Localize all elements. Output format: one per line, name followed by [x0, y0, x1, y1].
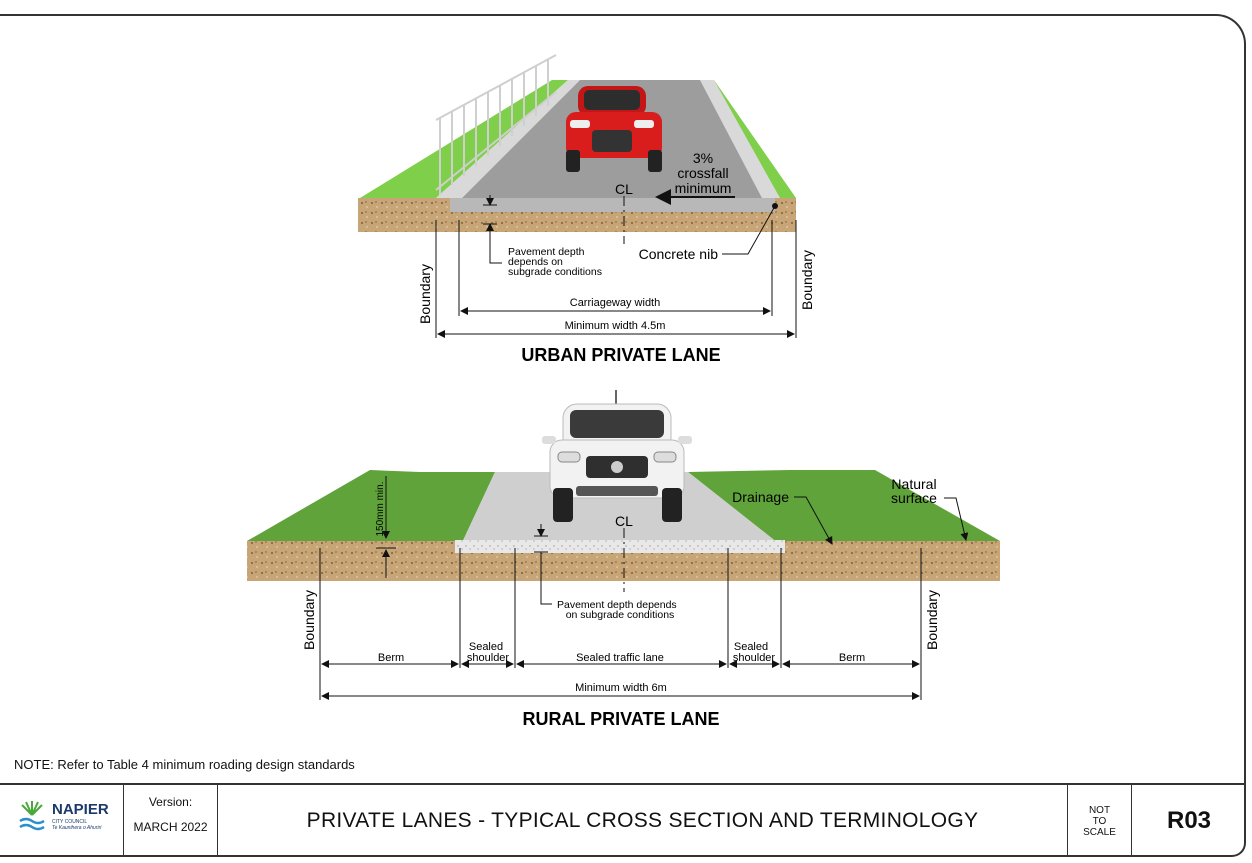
- urban-lane-illustration: CL 3% crossfall minimum Concrete nib Pav…: [358, 54, 815, 365]
- rural-shoulder-right-1: Sealed: [734, 641, 768, 653]
- drawing-title: PRIVATE LANES - TYPICAL CROSS SECTION AN…: [306, 809, 979, 832]
- title-block: NAPIER CITY COUNCIL Te Kaunihera o Ahuri…: [0, 783, 1246, 857]
- version-cell: Version: MARCH 2022: [124, 785, 218, 857]
- urban-crossfall-2: crossfall: [677, 165, 728, 181]
- drawing-code: R03: [1166, 807, 1212, 834]
- version-label: Version:: [148, 795, 193, 809]
- urban-pavement-1: Pavement depth: [508, 246, 585, 258]
- rural-boundary-right: Boundary: [924, 590, 940, 650]
- scale-line-1: NOT: [1088, 804, 1111, 816]
- rural-min-width-label: Minimum width 6m: [575, 682, 667, 694]
- urban-pavement-3: subgrade conditions: [508, 266, 602, 278]
- rural-traffic-lane-label: Sealed traffic lane: [576, 652, 664, 664]
- rural-title: RURAL PRIVATE LANE: [522, 709, 719, 729]
- rural-berm-right: Berm: [839, 652, 865, 664]
- rural-shoulder-left-2: shoulder: [467, 652, 510, 664]
- rural-drainage-label: Drainage: [732, 489, 789, 505]
- urban-boundary-right: Boundary: [799, 250, 815, 310]
- scale-line-3: SCALE: [1083, 826, 1116, 838]
- design-note: NOTE: Refer to Table 4 minimum roading d…: [14, 757, 355, 772]
- drawing-frame: [0, 14, 1246, 857]
- scale-line-2: TO: [1092, 815, 1107, 827]
- rural-left-berm: [247, 470, 495, 547]
- white-car: [542, 390, 692, 522]
- urban-pavement-2: depends on: [508, 256, 563, 268]
- logo-sub-2: Te Kaunihera o Ahuriri: [52, 825, 102, 831]
- urban-carriageway-label: Carriageway width: [570, 297, 660, 309]
- rural-shoulder-right-2: shoulder: [733, 652, 776, 664]
- drawing-title-cell: PRIVATE LANES - TYPICAL CROSS SECTION AN…: [218, 785, 1068, 857]
- urban-min-width-label: Minimum width 4.5m: [565, 320, 666, 332]
- rural-boundary-left: Boundary: [301, 590, 317, 650]
- logo-name: NAPIER: [52, 801, 109, 818]
- rural-cl-label: CL: [615, 513, 633, 529]
- rural-shoulder-left-1: Sealed: [469, 641, 503, 653]
- rural-natural-1: Natural: [891, 476, 936, 492]
- rural-150mm-label: 150mm min.: [375, 481, 386, 536]
- drawing-code-cell: R03: [1132, 785, 1246, 857]
- rural-pavement-1: Pavement depth depends: [557, 599, 677, 611]
- urban-boundary-left: Boundary: [417, 264, 433, 324]
- scale-cell: NOT TO SCALE: [1068, 785, 1132, 857]
- napier-logo-icon: [19, 801, 45, 831]
- rural-natural-2: surface: [891, 490, 937, 506]
- rural-berm-left: Berm: [378, 652, 404, 664]
- urban-nib-label: Concrete nib: [639, 246, 719, 262]
- urban-crossfall-1: 3%: [693, 150, 713, 166]
- red-car: [566, 86, 662, 172]
- council-logo: NAPIER CITY COUNCIL Te Kaunihera o Ahuri…: [18, 799, 109, 833]
- version-date: MARCH 2022: [133, 820, 208, 834]
- urban-crossfall-3: minimum: [675, 180, 732, 196]
- urban-title: URBAN PRIVATE LANE: [521, 345, 720, 365]
- fence: [435, 54, 557, 195]
- rural-right-berm: [688, 470, 1000, 547]
- urban-cl-label: CL: [615, 181, 633, 197]
- logo-sub-1: CITY COUNCIL: [52, 819, 88, 825]
- logo-cell: NAPIER CITY COUNCIL Te Kaunihera o Ahuri…: [0, 785, 124, 857]
- rural-pavement-2: on subgrade conditions: [566, 609, 675, 621]
- rural-lane-illustration: CL 150mm min. Drainage Natural surface P…: [247, 390, 1000, 729]
